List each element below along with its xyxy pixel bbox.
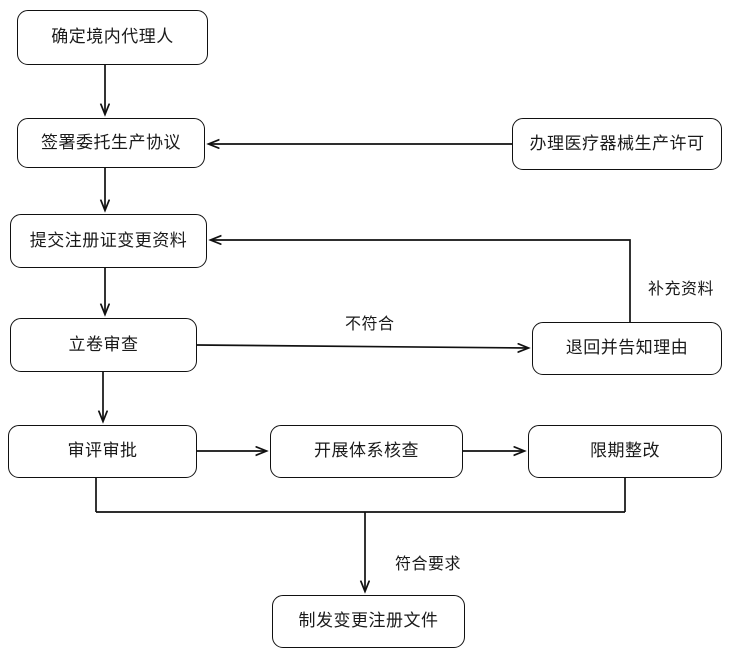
node-technical-review-and-approval[interactable]: 审评审批: [8, 425, 197, 478]
node-label: 制发变更注册文件: [298, 611, 439, 631]
edge-label-meets-requirements: 符合要求: [395, 554, 462, 573]
node-label: 开展体系核查: [314, 441, 419, 461]
edge-label-supplement-materials: 补充资料: [648, 279, 715, 298]
node-confirm-domestic-agent[interactable]: 确定境内代理人: [17, 10, 208, 65]
node-filing-review[interactable]: 立卷审查: [10, 318, 197, 372]
node-label: 签署委托生产协议: [41, 132, 181, 153]
node-submit-registration-change-materials[interactable]: 提交注册证变更资料: [10, 214, 207, 268]
node-return-and-notify-reason[interactable]: 退回并告知理由: [532, 322, 722, 375]
node-sign-contract-manufacturing-agreement[interactable]: 签署委托生产协议: [17, 118, 205, 168]
edge-return-to-submit: [211, 240, 631, 322]
node-label: 审评审批: [67, 441, 138, 461]
node-issue-change-registration-document[interactable]: 制发变更注册文件: [272, 595, 465, 648]
node-conduct-system-inspection[interactable]: 开展体系核查: [270, 425, 463, 478]
edge-label-not-compliant: 不符合: [345, 314, 395, 333]
node-label: 限期整改: [590, 441, 660, 461]
node-label: 退回并告知理由: [565, 338, 689, 358]
node-label: 办理医疗器械生产许可: [529, 133, 705, 154]
node-label: 立卷审查: [68, 334, 139, 355]
node-label: 确定境内代理人: [51, 27, 174, 47]
node-rectify-within-time-limit[interactable]: 限期整改: [528, 425, 722, 478]
node-label: 提交注册证变更资料: [29, 230, 188, 251]
edge-review-to-return: [196, 345, 528, 348]
node-apply-medical-device-production-licence[interactable]: 办理医疗器械生产许可: [512, 118, 722, 170]
